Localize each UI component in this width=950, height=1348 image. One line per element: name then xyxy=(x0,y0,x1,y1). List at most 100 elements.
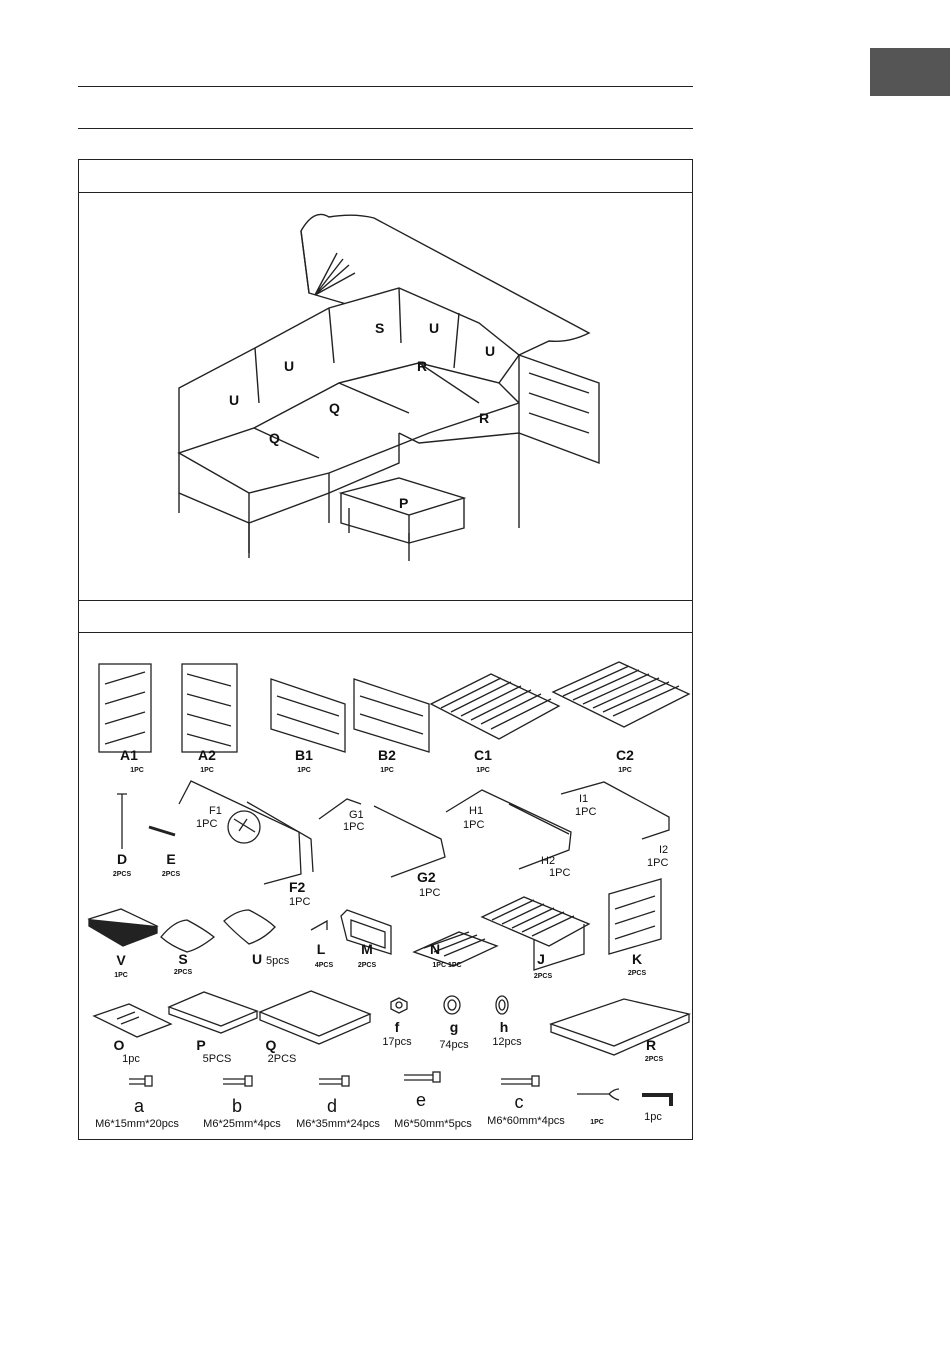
assembled-label: Q xyxy=(269,430,280,446)
part-label: M xyxy=(361,941,373,957)
part-label: H2 xyxy=(541,855,555,867)
allen-key-icon xyxy=(642,1093,673,1106)
part-n xyxy=(412,931,499,967)
part-b2 xyxy=(353,678,430,753)
part-label: B2 xyxy=(378,747,396,763)
part-g-tubes xyxy=(318,798,446,878)
part-label: H1 xyxy=(469,805,483,817)
part-r xyxy=(549,998,692,1056)
assembled-label: R xyxy=(479,410,489,426)
assembled-label: U xyxy=(229,392,239,408)
part-b1 xyxy=(270,678,346,753)
part-qty: 4PCS xyxy=(315,962,334,969)
part-label: A2 xyxy=(198,747,216,763)
parts-illustration: A1 1PC A2 1PC B1 1PC B2 1PC C1 1PC C2 1P… xyxy=(87,661,692,1130)
part-qty: 2PCS xyxy=(268,1053,297,1065)
part-qty: 2PCS xyxy=(174,969,193,976)
part-label: O xyxy=(114,1037,125,1053)
part-label: I1 xyxy=(579,793,588,805)
assembled-sofa-illustration: U U S U U Q Q R R P xyxy=(177,213,600,561)
part-label: f xyxy=(395,1019,400,1035)
part-label: U xyxy=(252,951,262,967)
part-label: Q xyxy=(266,1037,277,1053)
part-qty: M6*50mm*5pcs xyxy=(394,1118,472,1130)
part-label: F2 xyxy=(289,879,306,895)
part-qty: 2PCS xyxy=(645,1056,664,1063)
part-qty: 5pcs xyxy=(266,955,290,967)
part-a2 xyxy=(181,663,238,753)
part-label: b xyxy=(232,1096,242,1116)
assembled-label: U xyxy=(284,358,294,374)
part-i-tubes xyxy=(560,781,670,840)
part-label: V xyxy=(116,952,126,968)
part-qty: 1PC xyxy=(130,767,144,774)
bolt-d xyxy=(319,1075,350,1087)
part-label: g xyxy=(450,1019,459,1035)
part-label: A1 xyxy=(120,747,138,763)
part-g-washer xyxy=(443,995,461,1015)
part-label: G2 xyxy=(417,869,436,885)
part-c1 xyxy=(429,673,561,740)
part-qty: 2PCS xyxy=(358,962,377,969)
assembled-view: U U S U U Q Q R R P xyxy=(79,193,692,600)
part-qty: 1PC xyxy=(343,821,364,833)
part-qty: 1PC xyxy=(196,818,217,830)
assembled-label: U xyxy=(429,320,439,336)
part-qty: 2PCS xyxy=(628,970,647,977)
part-label: a xyxy=(134,1096,145,1116)
part-u xyxy=(223,909,276,945)
part-label: G1 xyxy=(349,809,364,821)
language-tab xyxy=(870,48,950,96)
part-s xyxy=(160,919,216,953)
part-qty: 1PC xyxy=(647,857,668,869)
part-label: K xyxy=(632,951,642,967)
part-label: J xyxy=(537,951,545,967)
part-label: D xyxy=(117,851,127,867)
tool-qty: 1PC xyxy=(590,1119,604,1126)
bolt-b xyxy=(223,1075,253,1087)
bolt-c xyxy=(501,1075,540,1087)
wrench-icon xyxy=(577,1088,620,1101)
part-p xyxy=(167,991,259,1034)
part-v xyxy=(87,908,159,947)
part-qty: 1PC xyxy=(114,972,128,979)
assembled-label: R xyxy=(417,358,427,374)
frame-divider xyxy=(79,632,692,633)
part-qty: M6*15mm*20pcs xyxy=(95,1118,179,1130)
part-qty: 1PC xyxy=(463,819,484,831)
part-label: P xyxy=(196,1037,205,1053)
part-qty: M6*35mm*24pcs xyxy=(296,1118,380,1130)
assembled-label: S xyxy=(375,320,384,336)
part-label: N xyxy=(430,941,440,957)
parts-list: A1 1PC A2 1PC B1 1PC B2 1PC C1 1PC C2 1P… xyxy=(79,634,692,1139)
part-label: B1 xyxy=(295,747,313,763)
header-rule-bottom xyxy=(78,128,693,129)
part-qty: 2PCS xyxy=(162,871,181,878)
part-a1 xyxy=(98,663,152,753)
part-label: h xyxy=(500,1019,509,1035)
part-d xyxy=(117,793,127,849)
part-qty: 1PC xyxy=(476,767,490,774)
part-qty: M6*60mm*4pcs xyxy=(487,1115,565,1127)
part-qty: 2PCS xyxy=(113,871,132,878)
part-label: I2 xyxy=(659,844,668,856)
part-label: F1 xyxy=(209,805,222,817)
assembled-label: U xyxy=(485,343,495,359)
part-qty: 1PC xyxy=(618,767,632,774)
part-label: E xyxy=(166,851,175,867)
part-label: S xyxy=(178,951,187,967)
part-qty: 1PC xyxy=(419,887,440,899)
part-m xyxy=(340,909,392,955)
part-qty: 2PCS xyxy=(534,973,553,980)
part-qty: 1PC xyxy=(200,767,214,774)
part-h-washer xyxy=(495,995,509,1015)
part-label: e xyxy=(416,1090,426,1110)
part-qty: 12pcs xyxy=(492,1036,522,1048)
header-rule-top xyxy=(78,86,693,87)
part-j xyxy=(480,896,591,971)
part-c2 xyxy=(551,661,691,728)
part-h-tubes xyxy=(445,789,572,870)
part-qty: 1PC xyxy=(549,867,570,879)
part-k xyxy=(608,878,662,955)
part-qty: 1PC xyxy=(297,767,311,774)
